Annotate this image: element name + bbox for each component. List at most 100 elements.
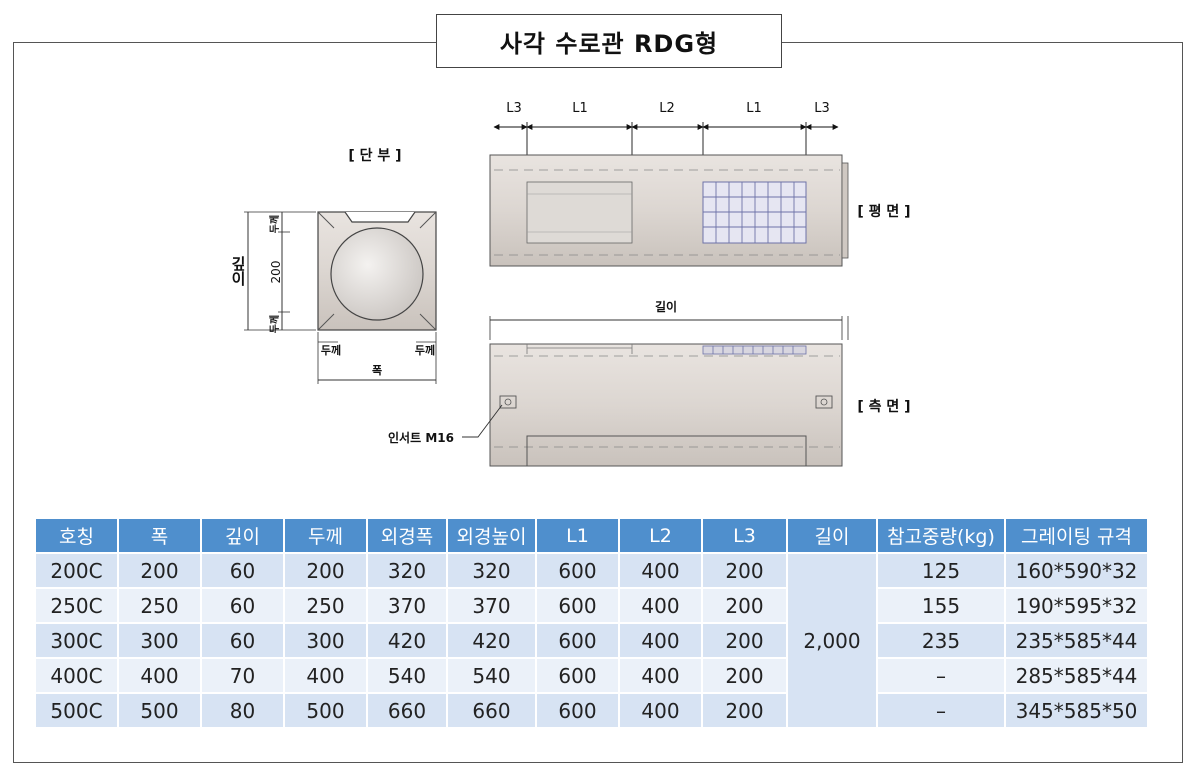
section-depth-value: 200 (269, 261, 283, 284)
cell-l1: 600 (537, 554, 618, 587)
cell-depth: 70 (202, 659, 283, 692)
cell-thickness: 250 (285, 589, 366, 622)
plan-view: L3 L1 L2 L1 L3 [ 평 면 ] (489, 101, 911, 267)
cell-weight: 125 (878, 554, 1004, 587)
side-body (489, 343, 843, 467)
section-grating-seat (344, 211, 416, 223)
cell-weight: 235 (878, 624, 1004, 657)
dim-l3-left: L3 (506, 101, 522, 116)
cell-l1: 600 (537, 659, 618, 692)
section-width-label: 폭 (372, 364, 382, 377)
dim-l1-left: L1 (572, 101, 588, 116)
cell-grating: 345*585*50 (1006, 694, 1147, 727)
plan-grating (702, 181, 807, 244)
header-cell: 외경폭 (368, 519, 446, 552)
cell-depth: 60 (202, 589, 283, 622)
cell-thickness: 200 (285, 554, 366, 587)
cell-l2: 400 (620, 554, 701, 587)
section-thickness-top-label: 두께 (268, 215, 281, 233)
section-view: [ 단 부 ] 두께 두께 200 깊이 두께 두께 폭 (229, 147, 437, 384)
page-title: 사각 수로관 RDG형 (436, 14, 782, 68)
section-label: [ 단 부 ] (348, 147, 401, 164)
cell-depth: 60 (202, 554, 283, 587)
cell-length: 2,000 (788, 554, 876, 727)
cell-outer-height: 320 (448, 554, 535, 587)
table-row: 300C 300 60 300 420 420 600 400 200 235 … (36, 624, 1147, 657)
side-label: [ 측 면 ] (857, 398, 910, 415)
dim-l1-right: L1 (746, 101, 762, 116)
cell-thickness: 300 (285, 624, 366, 657)
section-thickness-left-label: 두께 (321, 343, 341, 357)
plan-label: [ 평 면 ] (857, 203, 910, 220)
cell-outer-width: 320 (368, 554, 446, 587)
cell-l3: 200 (703, 659, 786, 692)
header-cell: 참고중량(kg) (878, 519, 1004, 552)
cell-grating: 190*595*32 (1006, 589, 1147, 622)
cell-l2: 400 (620, 659, 701, 692)
cell-l1: 600 (537, 589, 618, 622)
cell-l1: 600 (537, 694, 618, 727)
header-cell: 깊이 (202, 519, 283, 552)
cell-weight: – (878, 659, 1004, 692)
insert-left (499, 395, 517, 409)
header-cell: 길이 (788, 519, 876, 552)
cell-name: 400C (36, 659, 117, 692)
section-depth-label: 깊이 (229, 255, 247, 287)
cell-l3: 200 (703, 694, 786, 727)
header-cell: L2 (620, 519, 701, 552)
cell-grating: 285*585*44 (1006, 659, 1147, 692)
table-row: 500C 500 80 500 660 660 600 400 200 – 34… (36, 694, 1147, 727)
cell-l3: 200 (703, 589, 786, 622)
header-cell: L3 (703, 519, 786, 552)
side-view: 길이 인서트 M16 [ 측 면 ] (388, 299, 911, 467)
cell-grating: 160*590*32 (1006, 554, 1147, 587)
cell-depth: 80 (202, 694, 283, 727)
cell-width: 400 (119, 659, 200, 692)
cell-name: 250C (36, 589, 117, 622)
section-thickness-right-label: 두께 (415, 343, 435, 357)
cell-outer-height: 540 (448, 659, 535, 692)
dim-l3-right: L3 (814, 101, 830, 116)
cell-width: 300 (119, 624, 200, 657)
insert-right (815, 395, 833, 409)
header-cell: L1 (537, 519, 618, 552)
cell-weight: 155 (878, 589, 1004, 622)
header-cell: 폭 (119, 519, 200, 552)
cell-outer-height: 370 (448, 589, 535, 622)
header-cell: 호칭 (36, 519, 117, 552)
cell-outer-width: 420 (368, 624, 446, 657)
cell-outer-height: 420 (448, 624, 535, 657)
cell-name: 500C (36, 694, 117, 727)
side-length-label: 길이 (655, 299, 677, 314)
dim-l2: L2 (659, 101, 675, 116)
table-row: 200C 200 60 200 320 320 600 400 200 2,00… (36, 554, 1147, 727)
cell-name: 200C (36, 554, 117, 587)
cell-weight: – (878, 694, 1004, 727)
spec-table-header: 호칭 폭 깊이 두께 외경폭 외경높이 L1 L2 L3 길이 참고중량(kg)… (36, 519, 1147, 552)
cell-width: 250 (119, 589, 200, 622)
cell-outer-width: 660 (368, 694, 446, 727)
spec-table: 호칭 폭 깊이 두께 외경폭 외경높이 L1 L2 L3 길이 참고중량(kg)… (34, 517, 1149, 729)
cell-l2: 400 (620, 589, 701, 622)
cell-outer-width: 370 (368, 589, 446, 622)
cell-thickness: 500 (285, 694, 366, 727)
cell-name: 300C (36, 624, 117, 657)
section-thickness-bottom-label: 두께 (268, 315, 281, 333)
header-cell: 그레이팅 규격 (1006, 519, 1147, 552)
cell-l2: 400 (620, 694, 701, 727)
table-row: 250C 250 60 250 370 370 600 400 200 155 … (36, 589, 1147, 622)
section-bore (330, 227, 424, 321)
header-cell: 두께 (285, 519, 366, 552)
technical-drawing: [ 단 부 ] 두께 두께 200 깊이 두께 두께 폭 L3 L1 L2 L1… (229, 101, 911, 467)
cell-outer-width: 540 (368, 659, 446, 692)
cell-depth: 60 (202, 624, 283, 657)
cell-grating: 235*585*44 (1006, 624, 1147, 657)
cell-l3: 200 (703, 624, 786, 657)
cell-l2: 400 (620, 624, 701, 657)
cell-width: 200 (119, 554, 200, 587)
cell-thickness: 400 (285, 659, 366, 692)
plan-cover-plate (526, 181, 633, 244)
cell-l1: 600 (537, 624, 618, 657)
header-cell: 외경높이 (448, 519, 535, 552)
side-grating (702, 345, 807, 355)
